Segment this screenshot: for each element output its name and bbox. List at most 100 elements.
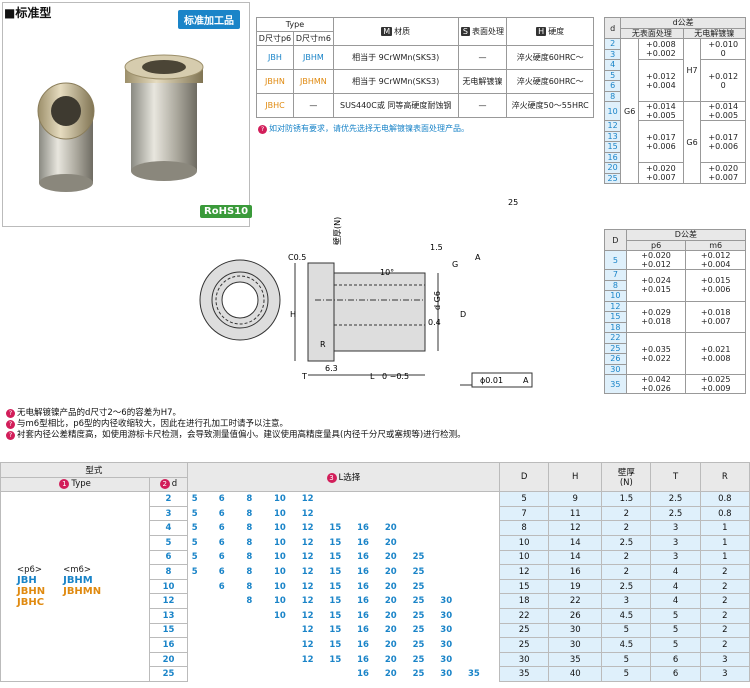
l-option: 16 xyxy=(353,535,381,551)
surface-cell: 无电解镀镍 xyxy=(457,69,508,94)
l-option xyxy=(187,579,215,594)
l-option: 16 xyxy=(353,593,381,609)
l-tol: 0 −0.5 xyxy=(382,372,409,381)
H-cell: 30 xyxy=(548,637,603,653)
l-option: 6 xyxy=(214,520,243,536)
note-icon: ? xyxy=(6,420,15,429)
material-cell: 相当于 9CrWMn(SKS3) xyxy=(332,69,459,94)
material-cell: SUS440C或 同等高硬度耐蚀钢 xyxy=(332,93,459,118)
H-cell: 16 xyxy=(548,564,603,580)
H-cell: 12 xyxy=(548,520,603,536)
l-option: 10 xyxy=(269,491,298,507)
p6-label: <p6> xyxy=(17,565,43,576)
model-header: 型式 xyxy=(0,462,188,478)
p6-col-header: p6 xyxy=(625,239,687,251)
T-cell: 6 xyxy=(650,666,701,682)
d-value: 3 xyxy=(603,48,622,60)
l-option: 16 xyxy=(353,637,381,653)
wall-cell: 2 xyxy=(601,549,652,566)
D-value: 12 xyxy=(604,300,627,312)
D-cell: 25 xyxy=(499,637,550,653)
l-option xyxy=(353,506,381,521)
wall-cell: 5 xyxy=(601,666,652,682)
T-cell: 4 xyxy=(650,564,701,580)
l-option xyxy=(187,608,215,624)
H-cell: 22 xyxy=(548,593,603,609)
l-option xyxy=(242,637,270,653)
type-jbhc: JBHC xyxy=(17,597,45,609)
d-cell: 10 xyxy=(149,578,188,595)
d-value: 16 xyxy=(603,151,622,163)
note-item: ?衬套内径公差精度高，如使用游标卡尺检测，会导致测量值偏小。建议使用高精度量具(… xyxy=(6,430,466,441)
H-cell: 26 xyxy=(548,607,603,624)
l-option: 25 xyxy=(408,666,437,682)
d-tol-title: d公差 xyxy=(620,17,746,29)
d-cell: 13 xyxy=(149,607,188,624)
l-option: 25 xyxy=(408,593,437,609)
H-cell: 30 xyxy=(548,622,603,639)
l-option: 35 xyxy=(464,666,500,682)
rohs-badge: RoHS10 xyxy=(200,205,253,218)
wall-cell: 4.5 xyxy=(601,637,652,653)
type-jbhn: JBHN xyxy=(17,586,46,598)
tol-cell: +0.014+0.005 xyxy=(638,101,684,121)
l-option xyxy=(464,637,500,653)
R-cell: 3 xyxy=(699,666,750,682)
l-option xyxy=(325,666,354,682)
d-cell: 20 xyxy=(149,651,188,668)
g-label: G xyxy=(452,260,458,269)
l-option: 10 xyxy=(269,520,298,536)
T-cell: 6 xyxy=(650,651,701,668)
num-icon-3: 3 xyxy=(326,473,337,484)
T-cell: 4 xyxy=(650,593,701,609)
wall-cell: 4.5 xyxy=(601,607,652,624)
l-option: 15 xyxy=(325,623,354,638)
l-option: 16 xyxy=(353,520,381,536)
m6-header: D尺寸m6 xyxy=(292,31,334,46)
l-option xyxy=(436,550,465,565)
D-cell: 12 xyxy=(499,564,550,580)
l-option: 12 xyxy=(297,579,326,594)
l-option xyxy=(214,623,243,638)
l-option: 30 xyxy=(436,652,465,667)
note-item: ?无电解镀镍产品的d尺寸2～6的容差为H7。 xyxy=(6,408,466,419)
type-jbhm: JBHM xyxy=(292,45,334,70)
l-option: 20 xyxy=(380,652,409,667)
no-surface-header: 无表面处理 xyxy=(620,27,684,39)
R-cell: 2 xyxy=(699,637,750,653)
notes-section: ?无电解镀镍产品的d尺寸2～6的容差为H7。 ?与m6型相比，p6型的内径收缩较… xyxy=(6,408,466,441)
roughness-25: 25 xyxy=(508,198,518,207)
wall-cell: 2 xyxy=(601,520,652,536)
t-label: T xyxy=(301,372,307,381)
l-option: 10 xyxy=(269,608,298,624)
l-option: 30 xyxy=(436,593,465,609)
m6-label: <m6> xyxy=(63,565,92,576)
hardness-cell: 淬火硬度50～55HRC xyxy=(506,93,594,118)
l-option: 25 xyxy=(408,579,437,594)
l-option xyxy=(464,550,500,565)
l-option: 8 xyxy=(242,564,270,580)
l-option: 8 xyxy=(242,506,270,521)
l-option: 15 xyxy=(325,593,354,609)
D-value: 10 xyxy=(604,290,627,302)
l-option xyxy=(353,491,381,507)
type-jbhmn: JBHMN xyxy=(292,69,334,94)
bushing-photo xyxy=(37,54,204,192)
d-value: 13 xyxy=(603,130,622,142)
tol-cell: +0.020+0.012 xyxy=(625,250,687,270)
d-cell: 16 xyxy=(149,637,188,653)
l-option xyxy=(380,491,409,507)
d-value: 2 xyxy=(603,38,622,50)
l-option xyxy=(408,520,437,536)
D-cell: 35 xyxy=(499,666,550,682)
l-option: 10 xyxy=(269,550,298,565)
